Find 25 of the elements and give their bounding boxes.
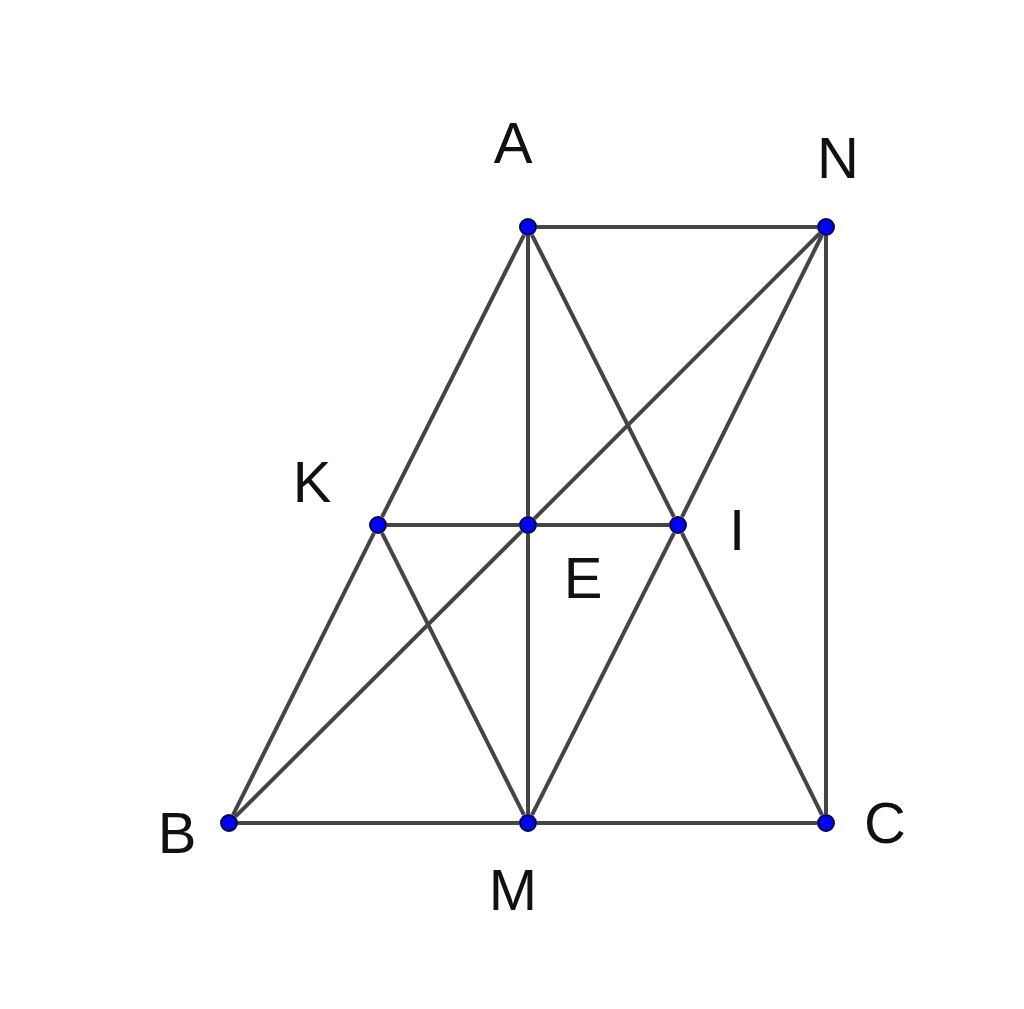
point-label: I xyxy=(728,500,746,560)
point-label: A xyxy=(493,113,533,173)
point-label: C xyxy=(864,793,906,853)
point-label: B xyxy=(157,803,197,863)
line-segment xyxy=(238,821,519,825)
point-label: K xyxy=(292,452,332,512)
line-segment xyxy=(537,523,669,527)
point-label: N xyxy=(817,128,859,188)
line-segment xyxy=(532,231,822,521)
line-segment xyxy=(530,532,676,816)
line-segment xyxy=(233,529,524,819)
line-segment xyxy=(526,534,530,814)
line-segment xyxy=(537,821,817,825)
line-segment xyxy=(537,225,817,229)
line-segment xyxy=(824,236,828,814)
line-segment xyxy=(526,236,530,516)
point-label: M xyxy=(488,860,538,920)
line-segment xyxy=(387,523,519,527)
point-label: E xyxy=(563,548,603,608)
line-segment xyxy=(680,532,824,816)
line-segment xyxy=(680,234,824,518)
line-segment xyxy=(231,532,376,816)
line-segment xyxy=(530,234,676,518)
line-segment xyxy=(380,234,526,518)
line-segment xyxy=(380,532,526,816)
